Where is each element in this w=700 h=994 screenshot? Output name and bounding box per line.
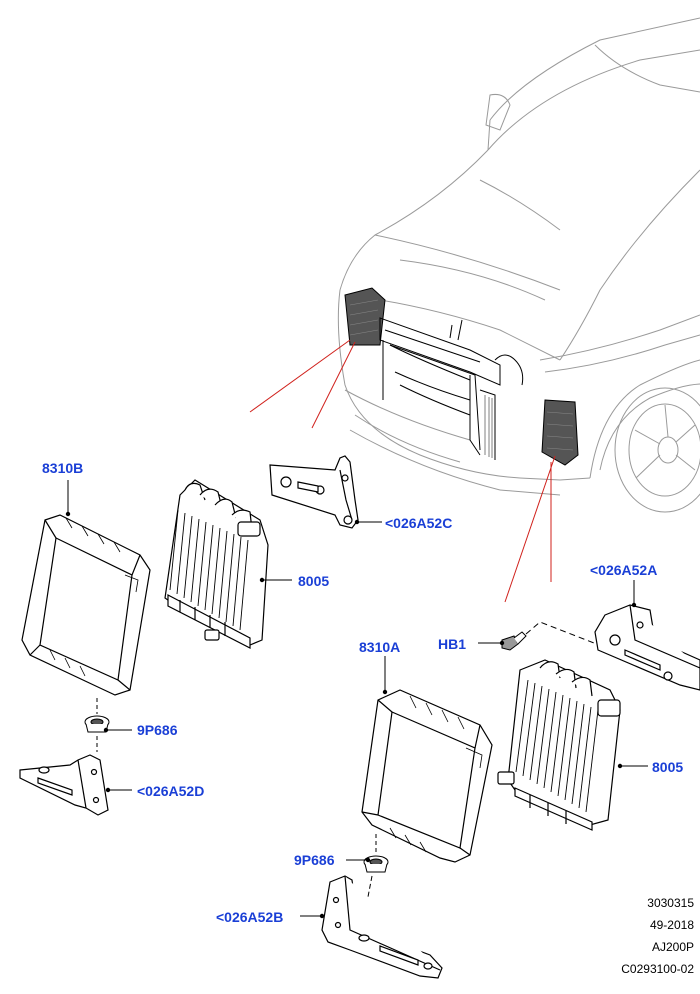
isolator-9P686-left — [84, 698, 110, 752]
callout-026A52B: <026A52B — [216, 909, 284, 925]
callout-026A52A: <026A52A — [590, 562, 658, 578]
callout-9P686-left: 9P686 — [137, 722, 178, 738]
installed-radiator-assembly — [344, 287, 579, 466]
callout-8005-left: 8005 — [298, 573, 330, 589]
reference-line-4: C0293100-02 — [621, 962, 694, 976]
bracket-026A52B — [321, 875, 443, 979]
callout-026A52D: <026A52D — [137, 783, 205, 799]
callout-026A52C: <026A52C — [385, 515, 453, 531]
isolator-9P686-right — [361, 834, 389, 929]
reference-line-1: 3030315 — [647, 896, 694, 910]
bracket-026A52D — [19, 754, 109, 816]
callout-8310A: 8310A — [359, 639, 401, 655]
callout-8310B: 8310B — [42, 460, 84, 476]
bracket-026A52C — [269, 455, 359, 529]
radiator-8005-right — [497, 659, 621, 831]
callout-8005-right: 8005 — [652, 759, 684, 775]
red-leader-lines — [249, 339, 556, 603]
radiator-8005-left — [164, 479, 269, 649]
shroud-8310A — [361, 689, 493, 863]
callout-HB1: HB1 — [438, 636, 467, 652]
vehicle-outline — [337, 17, 700, 513]
callout-9P686-right: 9P686 — [294, 852, 335, 868]
bolt-HB1 — [501, 631, 527, 651]
bracket-026A52A — [594, 604, 700, 691]
reference-line-2: 49-2018 — [649, 918, 694, 932]
reference-line-3: AJ200P — [651, 940, 694, 954]
shroud-8310B — [21, 514, 151, 696]
